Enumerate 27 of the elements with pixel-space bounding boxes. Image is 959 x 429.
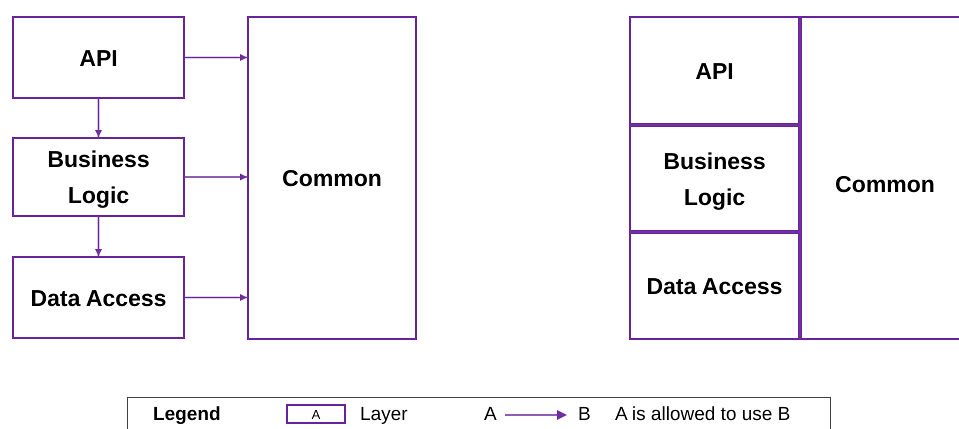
- legend-text: Layer: [360, 404, 408, 426]
- arrow: [185, 174, 247, 180]
- layer-box: [800, 16, 959, 340]
- layer-box: [12, 256, 185, 339]
- layer-sample-box: A: [286, 404, 346, 424]
- layer-name: Common: [282, 164, 382, 193]
- legend-text: A is allowed to use B: [615, 404, 790, 426]
- layer-box: [629, 232, 800, 340]
- layer-box: [629, 125, 800, 232]
- layer-name: Common: [835, 170, 935, 199]
- arrow: [185, 54, 247, 61]
- legend-heading: Legend: [153, 404, 221, 426]
- legend-text: B: [578, 404, 591, 426]
- layer-name: Data Access: [646, 272, 782, 301]
- layer-name: Business Logic: [662, 146, 767, 212]
- arrow: [95, 217, 102, 256]
- legend-text: A: [484, 404, 497, 426]
- layer-name: Business Logic: [46, 145, 151, 210]
- layer-name: API: [695, 56, 734, 86]
- layer-box: [12, 16, 185, 99]
- arrow: [95, 99, 102, 137]
- arrow: [185, 294, 247, 301]
- layer-name: API: [79, 44, 118, 72]
- layer-box: [629, 16, 800, 125]
- layer-name: Data Access: [30, 284, 166, 312]
- layer-box: [12, 137, 185, 217]
- layer-box: [247, 16, 417, 340]
